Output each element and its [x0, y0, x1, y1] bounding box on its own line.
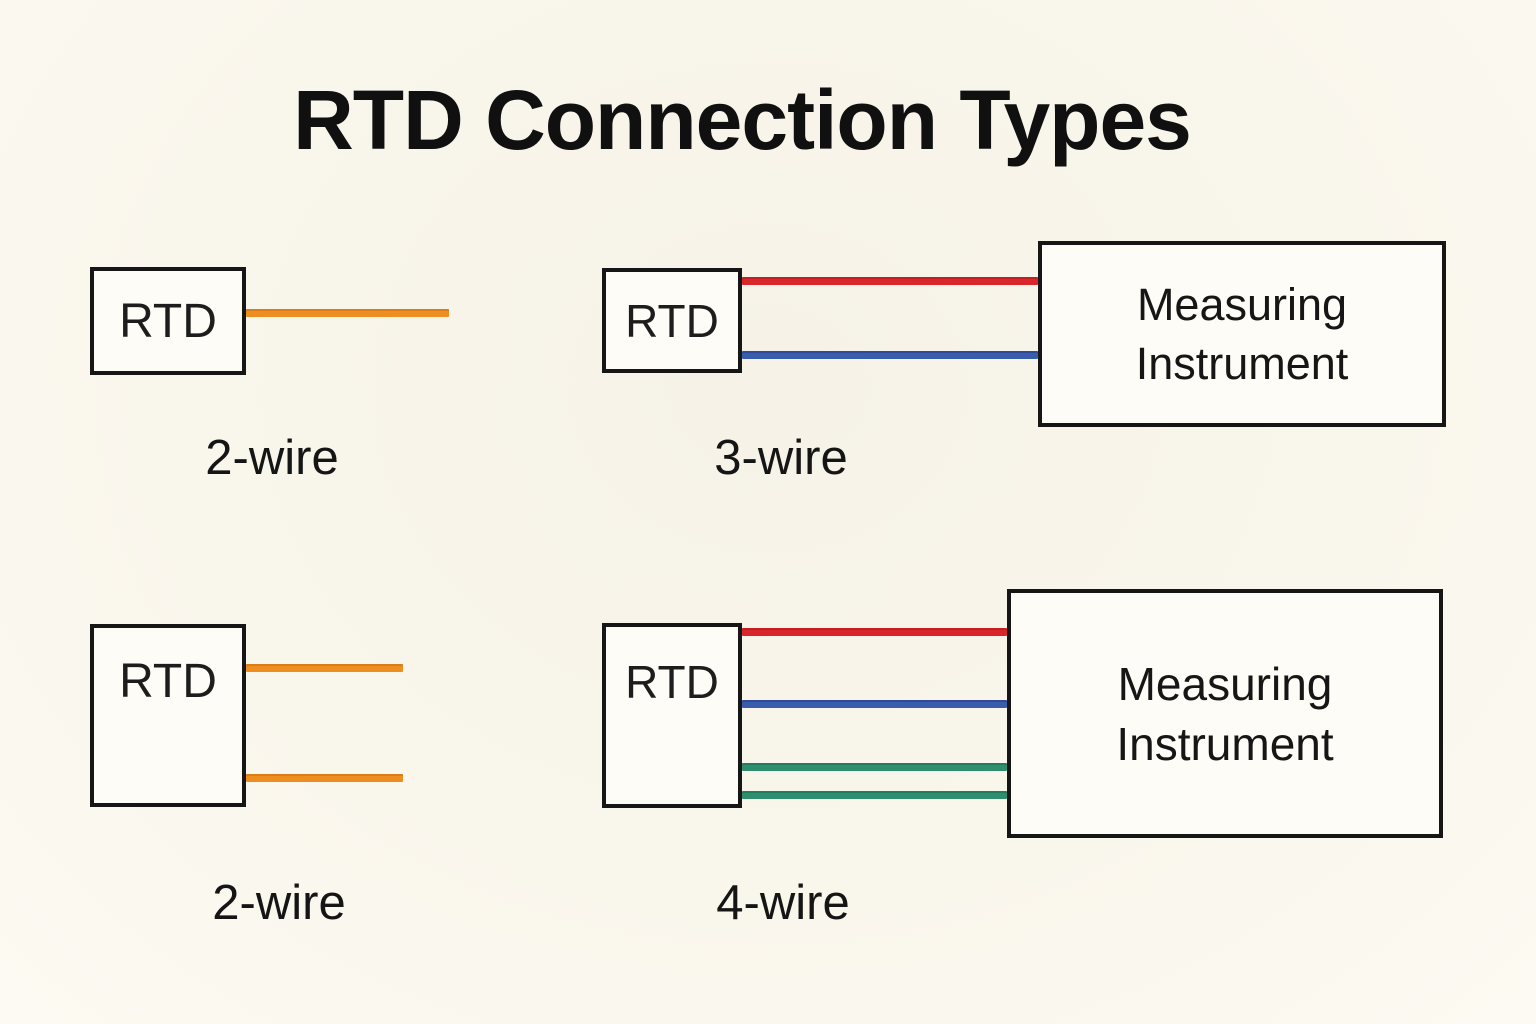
rtd-label: RTD [119, 294, 217, 348]
wire-blue [742, 351, 1038, 359]
rtd-box-top-right: RTD [602, 268, 742, 373]
wire-red [742, 628, 1007, 636]
wire-blue [742, 700, 1007, 708]
wire-orange [246, 664, 403, 672]
rtd-box-bottom-left: RTD [90, 624, 246, 807]
caption-two-wire-top: 2-wire [205, 431, 339, 485]
rtd-label: RTD [625, 294, 719, 347]
caption-two-wire-bottom: 2-wire [212, 876, 346, 930]
wire-green [742, 763, 1007, 771]
page-title: RTD Connection Types [293, 73, 1192, 167]
caption-three-wire: 3-wire [714, 431, 848, 485]
measuring-instrument-label: Measuring Instrument [1116, 657, 1334, 770]
rtd-box-top-left: RTD [90, 267, 246, 375]
measuring-instrument-box-bottom: Measuring Instrument [1007, 589, 1443, 838]
measuring-instrument-label: Measuring Instrument [1135, 279, 1349, 389]
rtd-label: RTD [119, 655, 217, 708]
wire-orange [246, 309, 449, 317]
rtd-box-bottom-right: RTD [602, 623, 742, 808]
measuring-instrument-box-top: Measuring Instrument [1038, 241, 1446, 427]
rtd-label: RTD [625, 656, 719, 708]
wire-red [742, 277, 1038, 285]
wire-green [742, 791, 1007, 799]
caption-four-wire: 4-wire [716, 876, 850, 930]
wire-orange [246, 774, 403, 782]
